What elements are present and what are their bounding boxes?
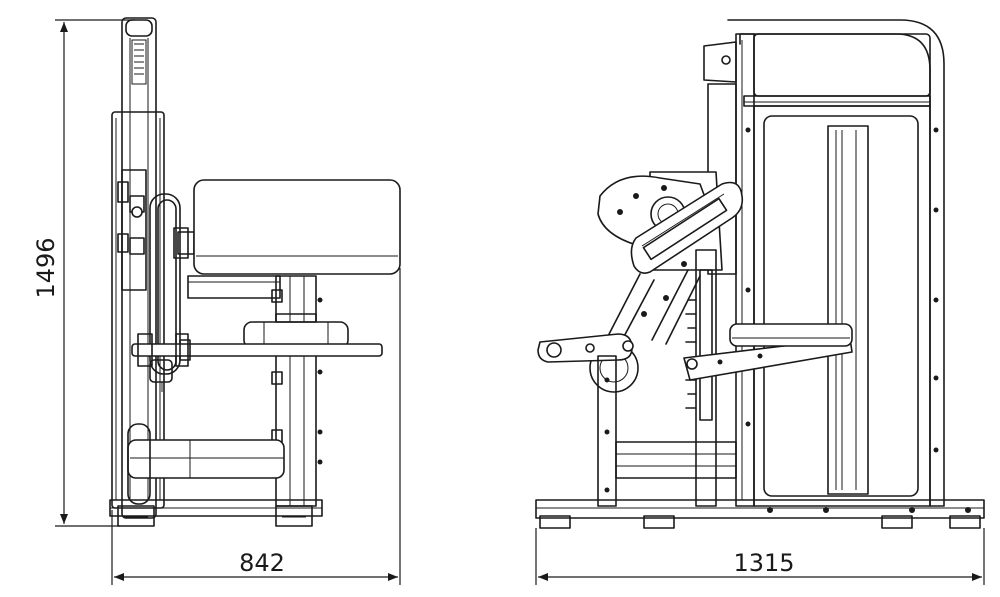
left-width-dimension-label: 842 (239, 549, 285, 577)
height-dimension-label: 1496 (32, 237, 60, 298)
right-width-dimension-label: 1315 (733, 549, 794, 577)
height-dimension: 1496 (32, 19, 135, 527)
left-width-dimension: 842 (111, 268, 401, 585)
front-view-machine (535, 19, 985, 529)
right-width-dimension: 1315 (535, 528, 985, 585)
side-view-machine (109, 17, 401, 527)
